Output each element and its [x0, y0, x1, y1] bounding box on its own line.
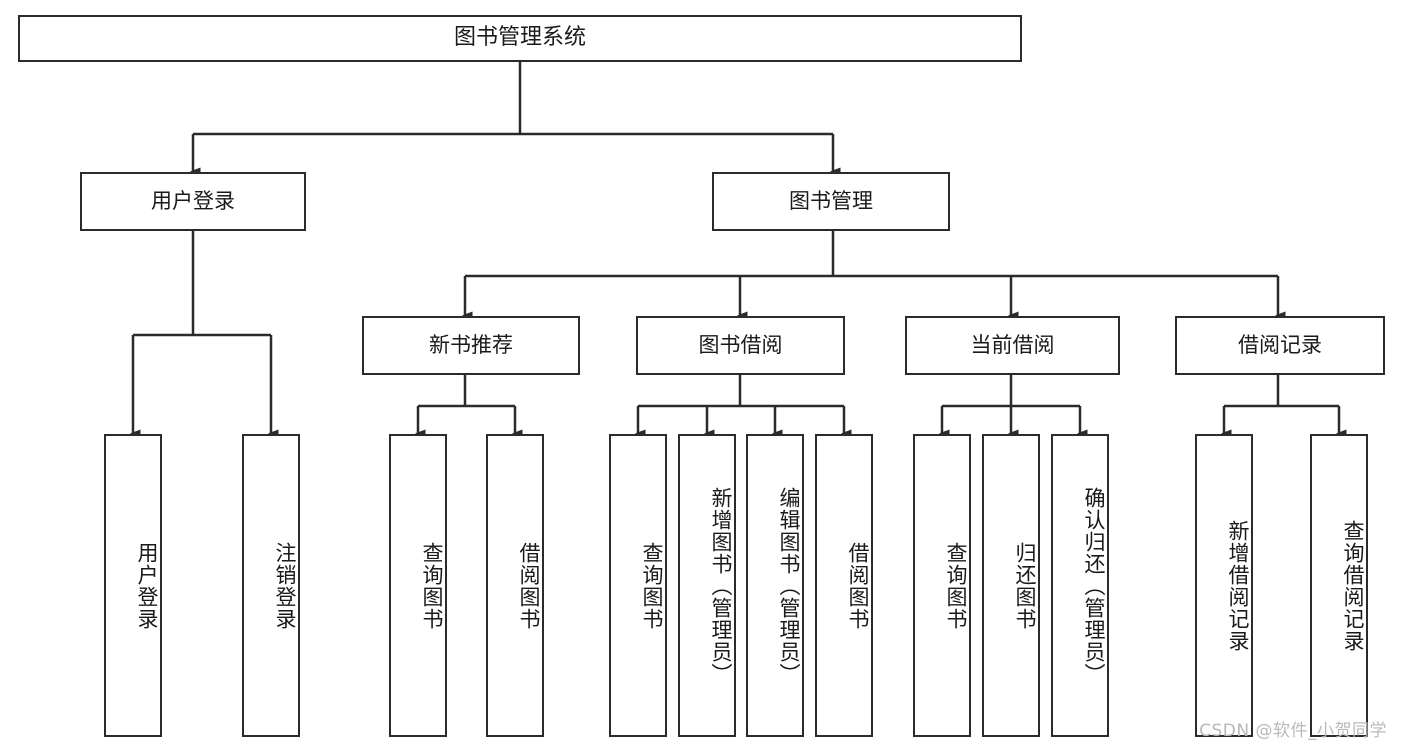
node-label: 图书管理系统	[453, 25, 586, 51]
node-label: 新增图书（管理员）	[709, 486, 733, 685]
node-label: 用户登录	[135, 541, 159, 630]
node-label: 借阅图书	[517, 541, 541, 630]
node-borrow-records[interactable]: 借阅记录	[1175, 316, 1385, 375]
node-label: 查询图书	[944, 541, 968, 630]
node-label: 当前借阅	[970, 332, 1055, 357]
node-book-management[interactable]: 图书管理	[712, 172, 950, 231]
node-label: 查询借阅记录	[1341, 519, 1365, 652]
node-leaf-return-book[interactable]: 归还图书	[982, 434, 1040, 737]
node-label: 编辑图书（管理员）	[777, 486, 801, 685]
node-root-system[interactable]: 图书管理系统	[18, 15, 1022, 62]
node-label: 借阅记录	[1238, 332, 1322, 357]
csdn-watermark: CSDN @软件_小贺同学	[1199, 721, 1387, 741]
node-leaf-borrow-book-recommend[interactable]: 借阅图书	[486, 434, 544, 737]
node-user-login[interactable]: 用户登录	[80, 172, 306, 231]
node-label: 确认归还（管理员）	[1082, 486, 1106, 685]
node-leaf-query-book-recommend[interactable]: 查询图书	[389, 434, 447, 737]
node-label: 注销登录	[273, 541, 297, 630]
node-label: 查询图书	[640, 541, 664, 630]
node-label: 查询图书	[420, 541, 444, 630]
node-label: 新书推荐	[429, 332, 513, 357]
node-label: 借阅图书	[846, 541, 870, 630]
node-leaf-borrow-book[interactable]: 借阅图书	[815, 434, 873, 737]
node-label: 图书管理	[789, 188, 873, 213]
node-leaf-query-borrow-record[interactable]: 查询借阅记录	[1310, 434, 1368, 737]
node-leaf-edit-book-admin[interactable]: 编辑图书（管理员）	[746, 434, 804, 737]
node-label: 新增借阅记录	[1226, 519, 1250, 652]
node-leaf-user-login[interactable]: 用户登录	[104, 434, 162, 737]
node-label: 归还图书	[1013, 541, 1037, 630]
node-label: 用户登录	[151, 188, 235, 213]
node-leaf-query-book-borrow[interactable]: 查询图书	[609, 434, 667, 737]
node-label: 图书借阅	[698, 332, 783, 357]
node-leaf-logout[interactable]: 注销登录	[242, 434, 300, 737]
node-leaf-add-borrow-record[interactable]: 新增借阅记录	[1195, 434, 1253, 737]
node-leaf-query-book-current[interactable]: 查询图书	[913, 434, 971, 737]
node-new-book-recommend[interactable]: 新书推荐	[362, 316, 580, 375]
node-leaf-confirm-return-admin[interactable]: 确认归还（管理员）	[1051, 434, 1109, 737]
node-book-borrow[interactable]: 图书借阅	[636, 316, 845, 375]
node-leaf-add-book-admin[interactable]: 新增图书（管理员）	[678, 434, 736, 737]
node-current-borrow[interactable]: 当前借阅	[905, 316, 1120, 375]
